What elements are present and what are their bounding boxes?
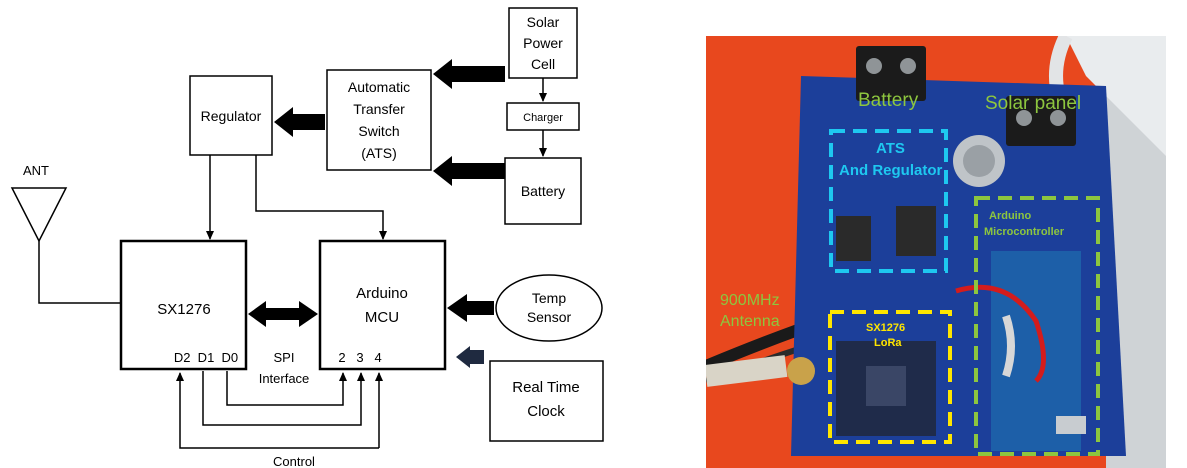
photo-antenna-label: Antenna (720, 313, 780, 331)
solar-power-cell-block: Solar Power Cell (509, 8, 577, 78)
charger-label: Charger (523, 112, 563, 124)
block-diagram: Solar Power Cell Charger Battery Automat… (0, 0, 700, 468)
temp-sensor-to-arduino-arrow (447, 294, 494, 322)
ats-label-3: Switch (358, 123, 399, 139)
photo-illustration (706, 36, 1166, 468)
arduino-label-2: MCU (365, 309, 399, 326)
antenna-label: ANT (23, 163, 49, 178)
control-label: Control (273, 454, 315, 468)
solar-cell-label-3: Cell (531, 56, 555, 72)
temp-sensor-block: Temp Sensor (496, 275, 602, 341)
photo-arduino-label: Arduino (989, 210, 1031, 222)
rtc-block: Real Time Clock (490, 361, 603, 441)
ats-label-1: Automatic (348, 79, 410, 95)
photo-lora-label: LoRa (874, 337, 902, 349)
spi-label-2: Interface (259, 371, 310, 386)
photo-regulator-label: And Regulator (839, 162, 942, 179)
temp-sensor-label-2: Sensor (527, 309, 572, 325)
photo-ats-label: ATS (876, 140, 905, 157)
battery-block: Battery (505, 158, 581, 224)
photo-battery-label: Battery (858, 90, 918, 112)
arduino-label-1: Arduino (356, 285, 408, 302)
solar-cell-label-2: Power (523, 35, 563, 51)
battery-to-ats-arrow (433, 156, 505, 186)
solar-to-ats-arrow (433, 59, 505, 89)
battery-label: Battery (521, 183, 565, 199)
photo-microcontroller-label: Microcontroller (984, 226, 1064, 238)
photo-antenna-freq-label: 900MHz (720, 292, 780, 310)
spi-bidirectional-arrow (248, 301, 318, 327)
rtc-to-arduino-arrow (456, 346, 484, 368)
ats-label-2: Transfer (353, 101, 405, 117)
antenna-symbol: ANT (12, 163, 121, 303)
arduino-mcu-block: Arduino MCU 2 3 4 (320, 241, 445, 369)
temp-sensor-label-1: Temp (532, 290, 566, 306)
charger-block: Charger (507, 103, 579, 130)
sx1276-block: SX1276 D2 D1 D0 (121, 241, 246, 369)
solar-cell-label-1: Solar (527, 14, 560, 30)
photo-sx1276-label: SX1276 (866, 322, 905, 334)
ats-label-4: (ATS) (361, 145, 397, 161)
mcu-pins-label: 2 3 4 (338, 350, 381, 365)
spi-label-1: SPI (274, 350, 295, 365)
regulator-block: Regulator (190, 76, 272, 155)
ats-block: Automatic Transfer Switch (ATS) (327, 70, 431, 170)
hardware-photo: Battery Solar panel ATS And Regulator Ar… (706, 36, 1166, 468)
rtc-label-1: Real Time (512, 379, 580, 396)
photo-solar-panel-label: Solar panel (985, 93, 1081, 115)
antenna-connector (787, 357, 815, 385)
ats-to-regulator-arrow (274, 107, 325, 137)
sx1276-pins-label: D2 D1 D0 (174, 350, 238, 365)
rtc-label-2: Clock (527, 403, 565, 420)
regulator-label: Regulator (201, 108, 262, 124)
sx1276-label: SX1276 (157, 301, 210, 318)
